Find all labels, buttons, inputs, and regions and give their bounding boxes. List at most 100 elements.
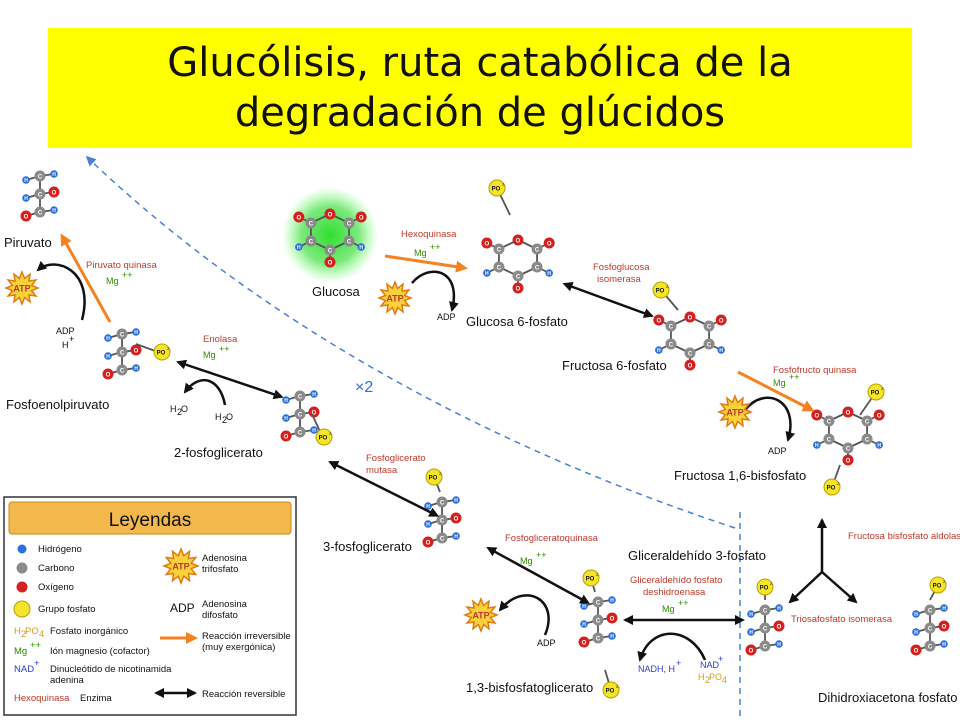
svg-text:PO: PO (871, 391, 880, 397)
pfk-atp-curve (744, 396, 796, 442)
svg-text:C: C (497, 266, 502, 272)
enolasa-arrow (176, 359, 284, 400)
legend-adenosina-tri-2: trifosfato (202, 564, 238, 575)
carbon-atom: C (493, 243, 505, 255)
svg-text:C: C (707, 343, 712, 349)
svg-text:2-: 2- (439, 471, 443, 476)
svg-text:+: + (69, 334, 74, 344)
hydrogen-atom: H (747, 628, 755, 636)
phosphate-group: PO2- (425, 468, 443, 486)
legend-reversible: Reacción reversible (202, 689, 285, 700)
svg-text:PO: PO (760, 586, 769, 592)
hydrogen-atom: H (132, 364, 140, 372)
svg-text:H: H (914, 612, 918, 618)
svg-text:O: O (777, 625, 782, 631)
carbon-atom: C (759, 640, 771, 652)
svg-text:PO: PO (429, 476, 438, 482)
carbon-atom: C (703, 338, 715, 350)
hydrogen-atom: H (22, 194, 30, 202)
svg-text:H: H (698, 672, 705, 682)
atp-icon-piruvato-quinasa: ATP (4, 270, 40, 306)
enzyme-fosfoglucosa-1: Fosfoglucosa (593, 262, 650, 273)
hydrogen-atom: H (747, 610, 755, 618)
legend-atp-star-icon: ATP (161, 546, 201, 586)
svg-text:2-: 2- (616, 684, 620, 689)
phosphate-group: PO2- (153, 343, 171, 361)
svg-text:C: C (865, 438, 870, 444)
carbon-atom: C (294, 390, 306, 402)
svg-text:ATP: ATP (386, 294, 403, 304)
svg-text:C: C (38, 175, 43, 181)
hydrogen-atom: H (775, 640, 783, 648)
svg-text:H: H (24, 178, 28, 184)
svg-text:O: O (181, 404, 188, 414)
svg-text:++: ++ (219, 344, 230, 354)
svg-text:PO: PO (606, 689, 615, 695)
carbon-atom: C (116, 346, 128, 358)
svg-text:NAD: NAD (14, 664, 34, 675)
hydrogen-atom: H (912, 628, 920, 636)
svg-text:++: ++ (30, 640, 42, 651)
carbon-atom: C (703, 320, 715, 332)
svg-text:O: O (52, 191, 57, 197)
carbon-atom: C (343, 235, 355, 247)
enzyme-fosfoglucosa-2: isomerasa (597, 274, 642, 285)
legend-h2po4-symbol: H 2 PO 4 (14, 626, 44, 640)
carbon-atom: C (531, 261, 543, 273)
svg-text:ATP: ATP (726, 408, 743, 418)
svg-text:C: C (497, 248, 502, 254)
label-fructosa6f: Fructosa 6-fosfato (562, 358, 667, 373)
svg-text:H: H (877, 443, 881, 449)
svg-text:C: C (516, 275, 521, 281)
carbon-atom: C (823, 415, 835, 427)
svg-text:2-: 2- (943, 579, 947, 584)
svg-text:O: O (484, 242, 489, 248)
legend-oxygen-icon (16, 581, 28, 593)
oxygen-atom: O (422, 536, 434, 548)
label-fructosa16bf: Fructosa 1,6-bisfosfato (674, 468, 806, 483)
svg-text:Mg: Mg (106, 276, 119, 286)
oxygen-atom: O (745, 644, 757, 656)
svg-text:H: H (52, 208, 56, 214)
carbon-atom: C (116, 328, 128, 340)
oxygen-atom: O (324, 256, 336, 268)
enzyme-pgm-2: mutasa (366, 465, 398, 476)
oxygen-atom: O (811, 409, 823, 421)
svg-text:++: ++ (536, 550, 547, 560)
svg-text:O: O (106, 373, 111, 379)
svg-text:H: H (170, 404, 177, 414)
svg-text:H: H (359, 245, 363, 251)
svg-text:C: C (309, 222, 314, 228)
mg-piruvato-quinasa: Mg++ (106, 270, 133, 286)
svg-text:+: + (676, 658, 681, 668)
svg-text:H: H (134, 330, 138, 336)
carbon-atom: C (116, 364, 128, 376)
svg-text:C: C (596, 619, 601, 625)
svg-text:O: O (877, 414, 882, 420)
svg-text:O: O (582, 641, 587, 647)
svg-text:C: C (827, 420, 832, 426)
svg-text:O: O (814, 414, 819, 420)
svg-text:H: H (106, 354, 110, 360)
svg-text:H: H (777, 642, 781, 648)
svg-text:PO: PO (492, 187, 501, 193)
carbon-atom: C (924, 622, 936, 634)
oxygen-atom: O (543, 237, 555, 249)
svg-text:H: H (62, 340, 69, 350)
svg-text:C: C (440, 519, 445, 525)
svg-text:H: H (215, 412, 222, 422)
phosphate-group: PO2- (315, 428, 333, 446)
svg-text:H: H (749, 612, 753, 618)
hydrogen-atom: H (580, 620, 588, 628)
svg-text:C: C (120, 351, 125, 357)
hydrogen-atom: H (424, 520, 432, 528)
svg-text:O: O (656, 319, 661, 325)
svg-text:H: H (297, 245, 301, 251)
legend-hydrogen-icon (17, 544, 27, 554)
svg-text:O: O (942, 625, 947, 631)
svg-text:2-: 2- (502, 182, 506, 187)
svg-text:H: H (14, 626, 21, 637)
legend-carbon-icon (16, 562, 28, 574)
